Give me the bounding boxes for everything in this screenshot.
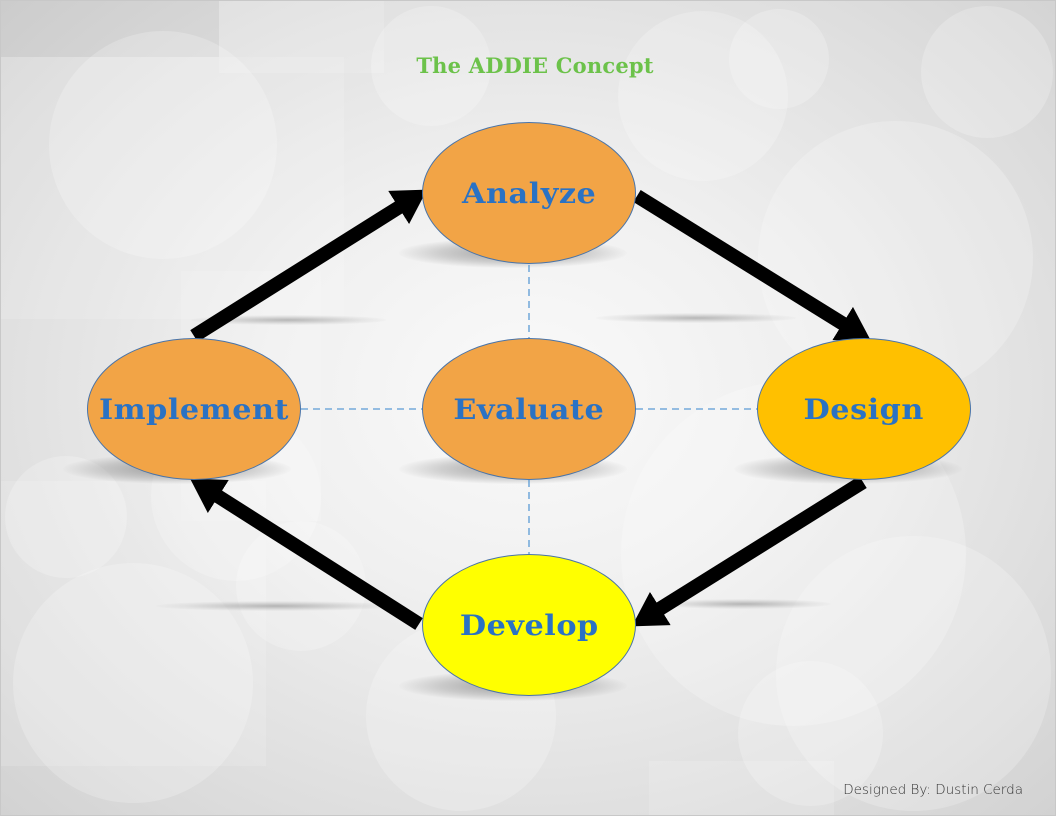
bg-decoration (729, 9, 829, 109)
node-analyze[interactable]: Analyze (422, 122, 636, 264)
arrow-develop-to-implement (190, 478, 423, 630)
bg-decoration (776, 536, 1051, 811)
arrow-shadow (656, 599, 831, 609)
diagram-title: The ADDIE Concept (416, 53, 654, 78)
arrow-shadow (191, 315, 386, 325)
bg-decoration (371, 6, 491, 126)
bg-decoration (618, 11, 788, 181)
bg-decoration (921, 6, 1053, 138)
bg-decoration (738, 661, 883, 806)
arrow-shadow (156, 601, 396, 611)
arrow-shadow (596, 313, 796, 323)
node-implement[interactable]: Implement (87, 338, 301, 480)
node-label-implement: Implement (98, 392, 290, 426)
node-label-develop: Develop (459, 608, 599, 642)
node-develop[interactable]: Develop (422, 554, 636, 696)
node-design[interactable]: Design (757, 338, 971, 480)
bg-decoration (13, 563, 253, 803)
bg-decoration (219, 1, 384, 73)
bg-decoration (649, 761, 834, 815)
node-label-design: Design (803, 392, 925, 426)
node-label-analyze: Analyze (461, 176, 597, 210)
arrow-analyze-to-design (633, 190, 872, 342)
designer-credit: Designed By: Dustin Cerda (843, 782, 1023, 798)
bg-decoration (1, 481, 266, 766)
arrow-implement-to-analyze (190, 189, 428, 342)
node-evaluate[interactable]: Evaluate (422, 338, 636, 480)
node-label-evaluate: Evaluate (453, 392, 605, 426)
bg-decoration (49, 31, 277, 259)
arrow-design-to-develop (631, 476, 867, 627)
